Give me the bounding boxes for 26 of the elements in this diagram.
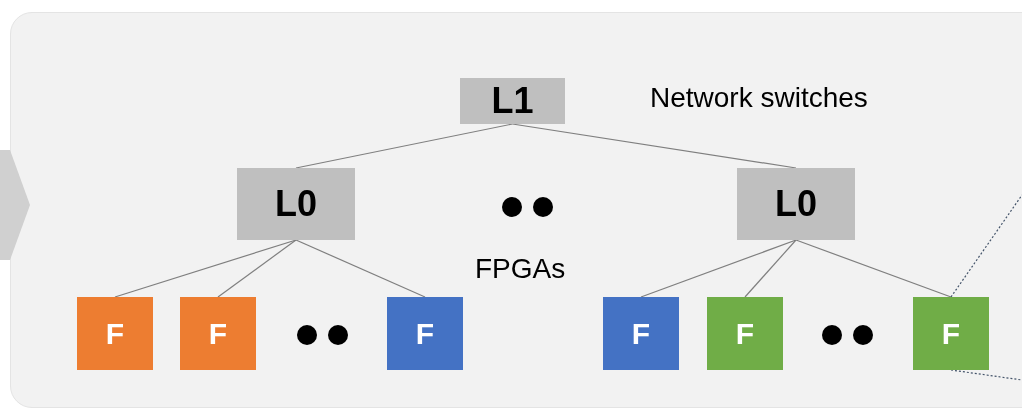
- connector-line: [640, 239, 797, 298]
- fpga-box: [707, 297, 783, 370]
- fpga-box: [603, 297, 679, 370]
- node-label: F: [415, 318, 435, 349]
- switch-box: [460, 78, 565, 124]
- node-label: L0: [775, 186, 817, 222]
- node-label: F: [735, 318, 755, 349]
- leader-line: [950, 194, 1022, 298]
- fpga-box: [387, 297, 463, 370]
- fpga-box: [913, 297, 989, 370]
- switch-box: [737, 168, 855, 240]
- fpga-box: [180, 297, 256, 370]
- switch-box: [237, 168, 355, 240]
- connector-line: [744, 239, 797, 298]
- connector-line: [795, 239, 952, 298]
- node-label: F: [105, 318, 125, 349]
- node-label: L1: [491, 83, 534, 119]
- node-label: F: [941, 318, 961, 349]
- node-label: F: [208, 318, 228, 349]
- fpga-box: [77, 297, 153, 370]
- group-label: Network switches: [650, 84, 868, 112]
- connector-line: [217, 239, 297, 298]
- node-label: F: [631, 318, 651, 349]
- group-label: FPGAs: [475, 255, 566, 283]
- node-label: L0: [275, 186, 317, 222]
- connector-line: [295, 239, 426, 298]
